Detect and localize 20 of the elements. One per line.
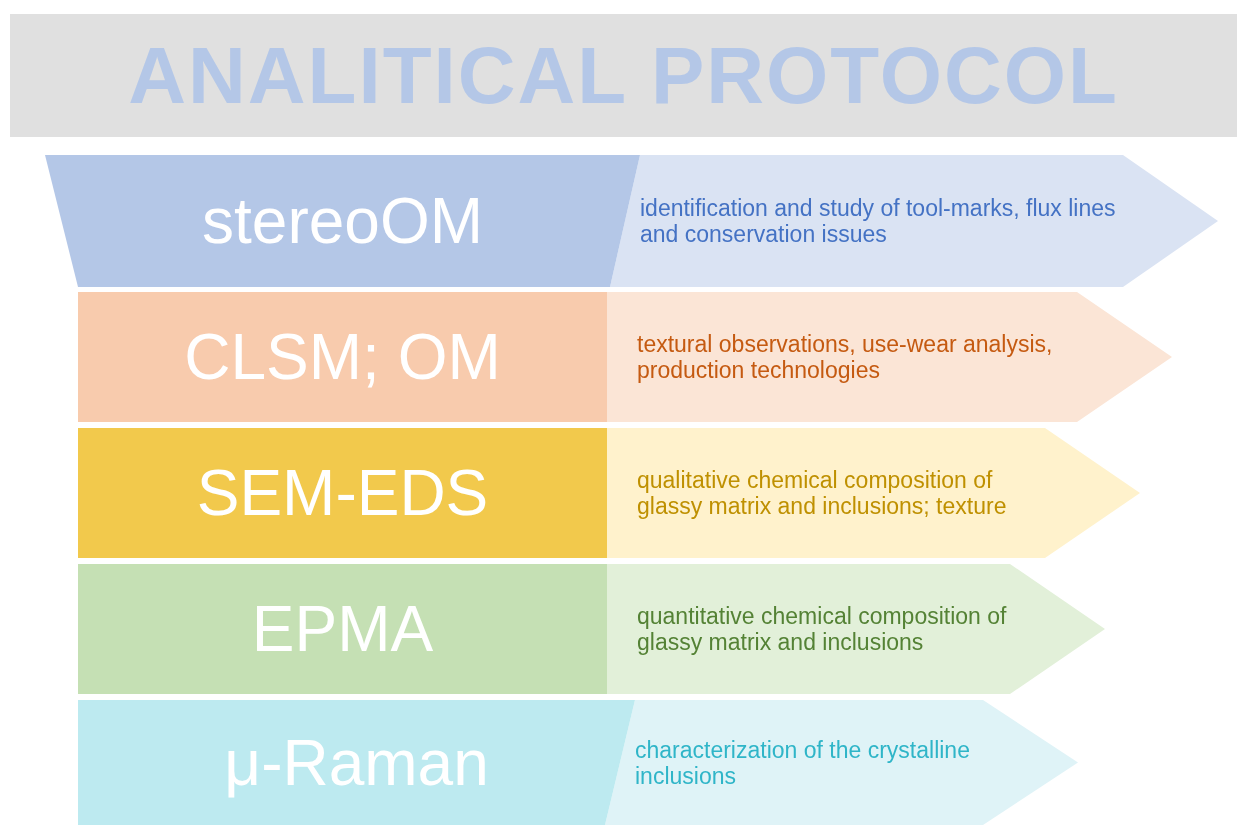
technique-label: SEM-EDS xyxy=(196,456,489,530)
description-text: qualitative chemical composition of glassy matrix and inclusions; texture xyxy=(637,466,1008,520)
technique-band xyxy=(78,292,607,422)
technique-band xyxy=(78,564,607,694)
description-text: quantitative chemical composition of glassy matrix and inclusions xyxy=(637,602,1008,656)
technique-band xyxy=(78,700,635,825)
technique-label: stereoOM xyxy=(202,184,483,258)
description-text: identification and study of tool-marks, flux lines and conservation issues xyxy=(640,194,1117,248)
technique-band xyxy=(45,155,640,287)
description-text: textural observations, use-wear analysis, production technologies xyxy=(637,330,1054,384)
technique-band xyxy=(78,428,607,558)
arrow-band xyxy=(610,155,1218,287)
arrow-band xyxy=(607,564,1105,694)
technique-label: μ-Raman xyxy=(224,725,489,800)
arrow-band xyxy=(605,700,1078,825)
technique-label: EPMA xyxy=(251,592,434,666)
description-text: characterization of the crystalline inclusions xyxy=(635,736,971,789)
technique-label: CLSM; OM xyxy=(184,320,501,394)
arrow-band xyxy=(607,292,1172,422)
arrow-band xyxy=(607,428,1140,558)
